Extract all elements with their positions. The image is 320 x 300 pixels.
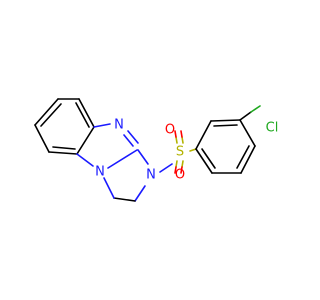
bond (175, 160, 178, 168)
chemical-structure-diagram: N N N S O O Cl (34, 98, 279, 202)
double-bond-inner (201, 148, 216, 169)
bond (250, 105, 261, 113)
bond (174, 130, 177, 138)
bond (127, 130, 139, 144)
imidazole-ring (76, 123, 139, 169)
chlorophenyl-ring (195, 105, 261, 174)
bond (34, 98, 59, 126)
double-bond-inner (123, 134, 134, 147)
nitrogen-label-upper: N (114, 118, 124, 133)
bond (189, 148, 197, 152)
oxygen-label-top: O (165, 123, 175, 138)
chlorine-label: Cl (266, 121, 279, 136)
bond (181, 136, 184, 144)
double-bond-inner (75, 102, 90, 128)
bond (76, 126, 95, 155)
bond (78, 98, 95, 128)
bond (134, 185, 146, 202)
bond (93, 123, 111, 128)
bond (48, 151, 78, 155)
bond (239, 111, 252, 121)
bond (180, 166, 183, 174)
bond (34, 124, 50, 153)
sulfonyl-group (159, 130, 197, 174)
bond (107, 149, 138, 169)
benzene-ring-left (34, 98, 95, 155)
bond (181, 160, 184, 168)
double-bond-inner (52, 146, 76, 150)
bond (76, 153, 94, 167)
double-bond-inner (40, 103, 62, 127)
bond (137, 149, 149, 165)
nitrogen-label-right: N (146, 168, 156, 183)
sulfur-label: S (176, 145, 184, 160)
bond (113, 197, 136, 202)
double-bond-inner (236, 145, 250, 169)
bond (240, 145, 256, 174)
oxygen-label-bottom: O (175, 168, 185, 183)
bond (195, 120, 212, 150)
imidazoline-ring (103, 149, 149, 202)
bond (210, 119, 241, 122)
bond (239, 119, 256, 147)
bond (103, 177, 115, 199)
bond (175, 136, 178, 144)
bond (180, 130, 183, 138)
bond (195, 148, 213, 174)
nitrogen-label-left: N (95, 165, 105, 180)
bond (159, 163, 173, 173)
bond (174, 166, 177, 174)
double-bond-inner (213, 124, 238, 127)
